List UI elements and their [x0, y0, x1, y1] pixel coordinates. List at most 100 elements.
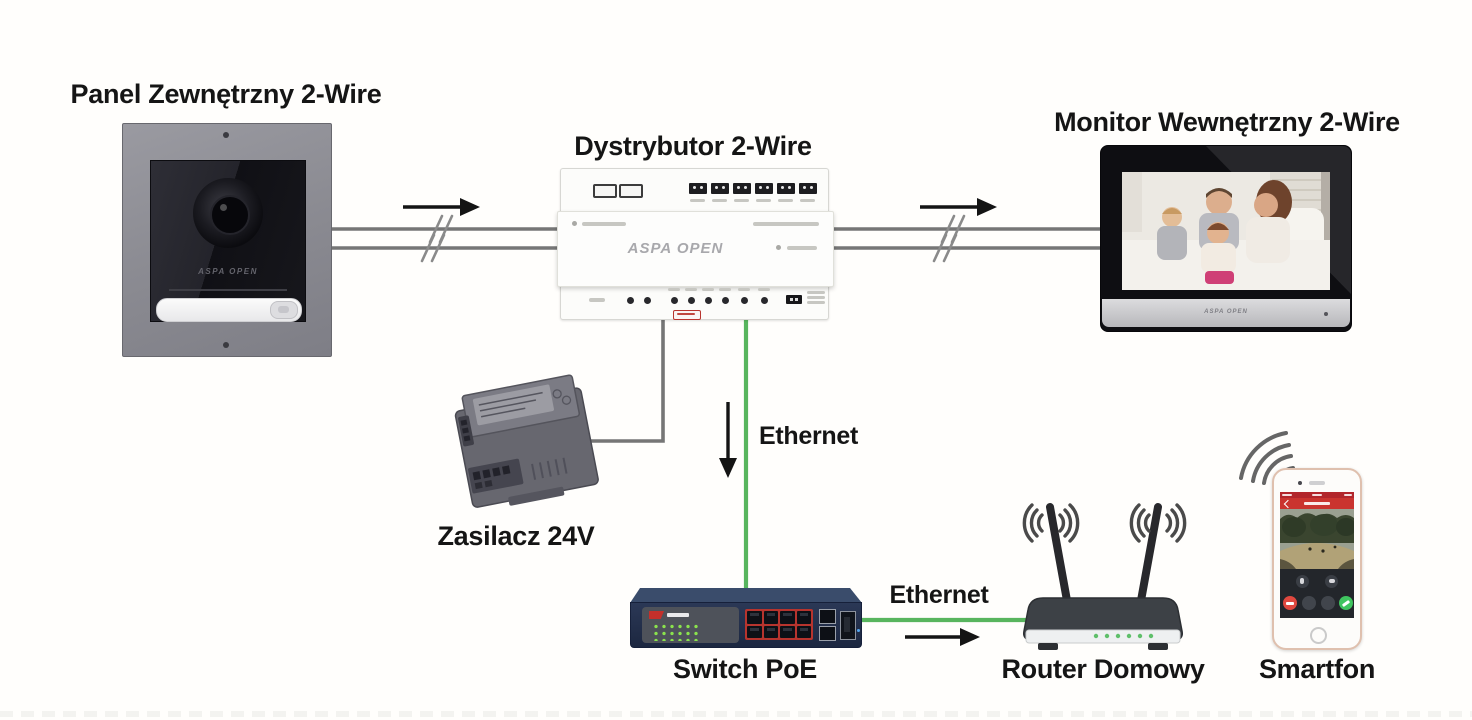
network-port	[786, 295, 802, 304]
screw-icon	[223, 342, 229, 348]
cable-break-icon	[420, 214, 966, 263]
earpiece-icon	[1309, 481, 1325, 485]
model-text	[582, 222, 626, 226]
terminal-label	[778, 199, 793, 202]
terminal-label	[734, 199, 749, 202]
wire-distributor-monitor	[825, 227, 1102, 250]
status-icon	[572, 221, 577, 226]
terminal-label	[690, 199, 705, 202]
monitor-bottom-bar: ASPA OPEN	[1102, 299, 1350, 327]
distributor-label: Dystrybutor 2-Wire	[574, 131, 812, 161]
monitor-brand-text: ASPA OPEN	[1204, 309, 1248, 315]
port-label	[807, 301, 825, 304]
call-button	[270, 301, 298, 319]
model-text	[753, 222, 819, 226]
wire-psu-distributor	[585, 317, 665, 443]
mute-button	[1296, 575, 1309, 588]
rj45-port	[747, 625, 762, 638]
terminal-block	[689, 183, 707, 194]
monitor-label: Monitor Wewnętrzny 2-Wire	[1054, 107, 1400, 137]
camera-button	[1325, 575, 1338, 588]
router-label: Router Domowy	[1001, 654, 1205, 684]
nameplate	[156, 298, 302, 322]
brand-logo-text	[667, 613, 689, 617]
wifi-waves-icon	[1129, 503, 1187, 543]
psu-label: Zasilacz 24V	[437, 521, 595, 551]
system-led	[857, 629, 860, 632]
sfp-slot	[840, 611, 856, 640]
port-label	[702, 288, 714, 291]
panel-label: Panel Zewnętrzny 2-Wire	[70, 79, 382, 109]
lens-glint	[220, 204, 227, 211]
right-arrow-icon	[403, 198, 480, 216]
rj45-port-block	[745, 609, 813, 640]
port-label	[758, 288, 770, 291]
terminal-dot	[644, 297, 651, 304]
rj45-port	[780, 611, 795, 624]
led-grid	[651, 622, 699, 641]
answer-button	[1339, 596, 1353, 610]
terminal-dot	[761, 297, 768, 304]
down-arrow-icon	[719, 402, 737, 478]
terminal-label	[712, 199, 727, 202]
rj45-port	[796, 611, 811, 624]
door-panel-module: ASPA OPEN	[150, 160, 306, 322]
port-label	[719, 288, 731, 291]
keypad-button	[1302, 596, 1316, 610]
ethernet-label-vertical: Ethernet	[759, 422, 859, 450]
psu-device	[454, 374, 599, 508]
indoor-monitor-device: ASPA OPEN	[1100, 145, 1352, 332]
switch-front-face	[630, 602, 862, 648]
switch-left-panel	[642, 607, 739, 643]
screw-icon	[223, 132, 229, 138]
warning-sticker	[673, 310, 701, 320]
terminal-dot	[688, 297, 695, 304]
terminal-block	[799, 183, 817, 194]
terminal-block	[777, 183, 795, 194]
router-antenna	[1136, 503, 1162, 610]
terminal-dot	[705, 297, 712, 304]
terminal-dot	[722, 297, 729, 304]
back-icon	[1283, 499, 1293, 509]
terminal-label	[800, 199, 815, 202]
distributor-cover: ASPA OPEN	[557, 211, 834, 287]
ethernet-label-horizontal: Ethernet	[889, 581, 989, 609]
brand-logo-icon	[649, 611, 664, 619]
front-camera-icon	[1298, 481, 1302, 485]
distributor-brand-text: ASPA OPEN	[627, 240, 724, 257]
port-label	[807, 291, 825, 294]
port-label	[738, 288, 750, 291]
family-photo	[1122, 172, 1330, 290]
poe-switch-device	[630, 586, 862, 650]
knockout	[593, 184, 617, 198]
terminal-dot	[671, 297, 678, 304]
microphone-dot	[1324, 312, 1328, 316]
wifi-waves-icon	[1022, 503, 1080, 543]
uplink-port	[819, 626, 836, 641]
app-title	[1304, 502, 1330, 505]
port-label	[807, 296, 825, 299]
call-controls	[1280, 569, 1354, 618]
app-header	[1280, 498, 1354, 509]
terminal-label	[756, 199, 771, 202]
uplink-port	[819, 609, 836, 624]
snapshot-button	[1321, 596, 1335, 610]
camera-lens-icon	[193, 178, 263, 248]
panel-brand-text: ASPA OPEN	[198, 267, 258, 276]
hangup-button	[1283, 596, 1297, 610]
camera-lens-inner	[210, 195, 250, 235]
switch-top-face	[630, 588, 862, 603]
rj45-port	[763, 611, 778, 624]
port-label	[668, 288, 680, 291]
port-label	[589, 298, 605, 302]
right-arrow-icon	[920, 198, 997, 216]
monitor-screen	[1122, 172, 1330, 290]
smartphone-device	[1272, 468, 1362, 650]
knockout	[619, 184, 643, 198]
status-icon	[776, 245, 781, 250]
terminal-block	[711, 183, 729, 194]
rj45-port	[780, 625, 795, 638]
right-arrow-icon	[905, 628, 980, 646]
